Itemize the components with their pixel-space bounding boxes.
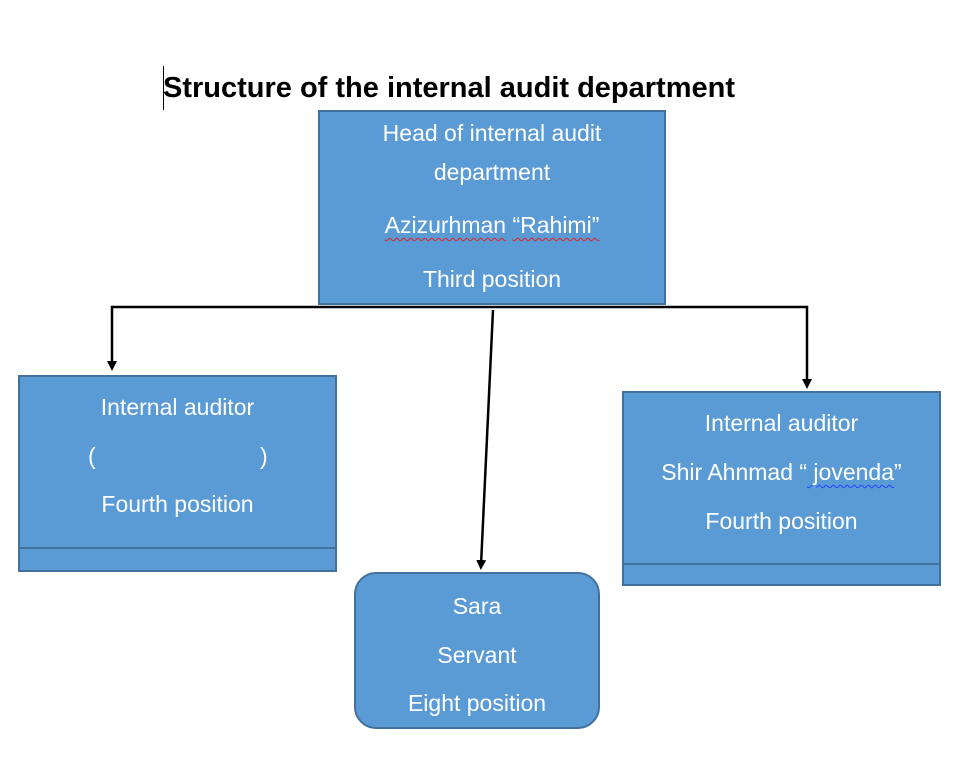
left-auditor-role: Internal auditor — [100, 394, 255, 420]
servant-box[interactable]: Sara Servant Eight position — [354, 572, 600, 729]
head-of-department-box[interactable]: Head of internal audit department Azizur… — [318, 110, 666, 305]
connector-to-servant — [476, 309, 495, 570]
left-open-paren: ( — [88, 443, 96, 469]
head-role-line2: department — [433, 159, 551, 185]
text-cursor — [163, 66, 164, 110]
left-box-divider — [20, 547, 335, 549]
right-name-suffix: ” — [894, 459, 902, 485]
servant-role: Servant — [437, 642, 517, 668]
right-auditor-role: Internal auditor — [704, 410, 859, 436]
head-name: Azizurhman “Rahimi” — [320, 212, 664, 239]
right-auditor-position: Fourth position — [705, 508, 858, 534]
head-position: Third position — [422, 266, 562, 292]
right-auditor-name: Shir Ahnmad “ jovenda” — [624, 459, 939, 486]
head-name-quoted: “Rahimi” — [512, 212, 600, 238]
servant-name: Sara — [452, 593, 502, 619]
left-internal-auditor-box[interactable]: Internal auditor ( ) Fourth position — [18, 375, 337, 572]
head-role-line1: Head of internal audit — [382, 120, 602, 146]
right-name-prefix: Shir Ahnmad “ — [661, 459, 808, 485]
left-close-paren: ) — [260, 443, 268, 469]
connector-to-right-auditor — [493, 305, 812, 389]
head-name-first: Azizurhman — [384, 212, 507, 238]
left-auditor-position: Fourth position — [101, 491, 254, 517]
right-box-divider — [624, 563, 939, 565]
diagram-title: Structure of the internal audit departme… — [163, 72, 735, 104]
connector-to-left-auditor — [107, 305, 493, 371]
servant-position: Eight position — [407, 690, 547, 716]
right-name-squiggle: jovenda — [807, 459, 895, 485]
right-internal-auditor-box[interactable]: Internal auditor Shir Ahnmad “ jovenda” … — [622, 391, 941, 586]
